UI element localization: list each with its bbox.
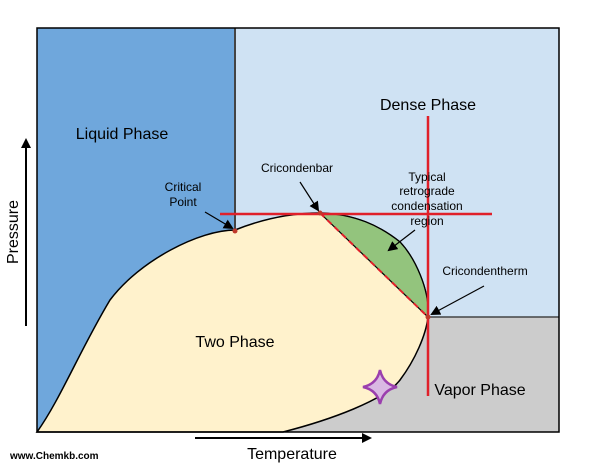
retrograde-dashed-line	[319, 212, 429, 318]
diagram-frame	[36, 27, 560, 433]
cricondenbar-arrow	[299, 181, 320, 212]
retrograde-label-line3: condensation	[391, 199, 462, 213]
critical-point-arrow	[204, 211, 234, 230]
state-marker-icon	[362, 369, 398, 405]
retrograde-label-line1: Typical	[408, 170, 445, 184]
dense-phase-label: Dense Phase	[380, 97, 476, 114]
cricondentherm-dot	[425, 314, 431, 320]
critical-point-label-line1: Critical	[165, 180, 202, 194]
critical-point-label-line2: Point	[169, 195, 197, 209]
two-phase-label: Two Phase	[195, 334, 274, 351]
retrograde-label-line2: retrograde	[399, 184, 455, 198]
watermark-text: www.Chemkb.com	[9, 451, 99, 462]
liquid-phase-label: Liquid Phase	[76, 126, 169, 143]
vapor-phase-region	[428, 317, 559, 432]
vapor-phase-label: Vapor Phase	[434, 382, 525, 399]
vapor-lower-region	[283, 317, 428, 432]
cricondentherm-label: Cricondentherm	[442, 264, 527, 278]
cricondenbar-label: Cricondenbar	[261, 161, 333, 175]
retrograde-arrow	[387, 229, 416, 252]
pressure-axis-label: Pressure	[5, 200, 22, 264]
temperature-axis-label: Temperature	[247, 446, 337, 463]
cricondentherm-arrow	[430, 285, 485, 315]
critical-point-dot	[232, 228, 238, 234]
cricondenbar-dot	[317, 210, 323, 216]
retrograde-label-line4: region	[410, 214, 443, 228]
